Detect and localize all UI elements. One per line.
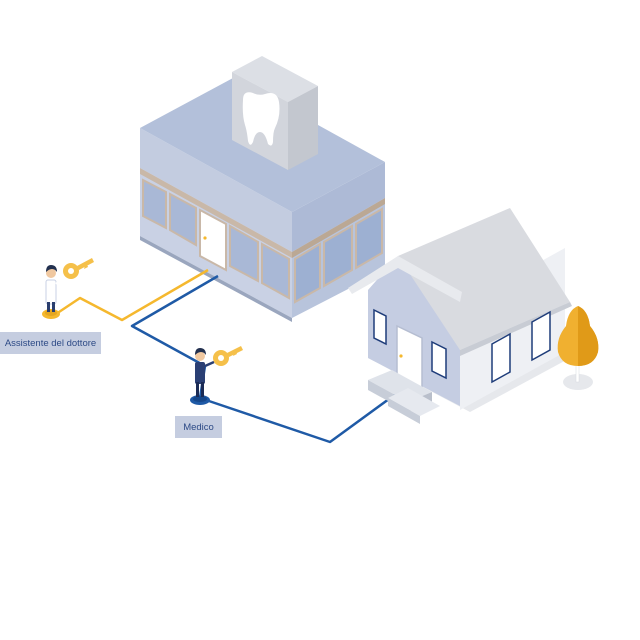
doctor-label: Medico [175, 416, 222, 438]
key-icon [63, 258, 94, 279]
assistant-figure [42, 265, 65, 319]
person-icon [195, 362, 205, 384]
tree [557, 306, 599, 390]
assistant-path [49, 268, 209, 322]
assistant-label: Assistente del dottore [0, 332, 101, 354]
doctor-figure [190, 348, 215, 405]
dental-clinic-building [140, 78, 385, 322]
tooth-sign [232, 56, 318, 170]
clinic-door [199, 208, 227, 272]
person-icon [45, 279, 57, 305]
house [348, 208, 572, 424]
tooth-icon [242, 92, 280, 146]
key-icon [213, 346, 243, 366]
